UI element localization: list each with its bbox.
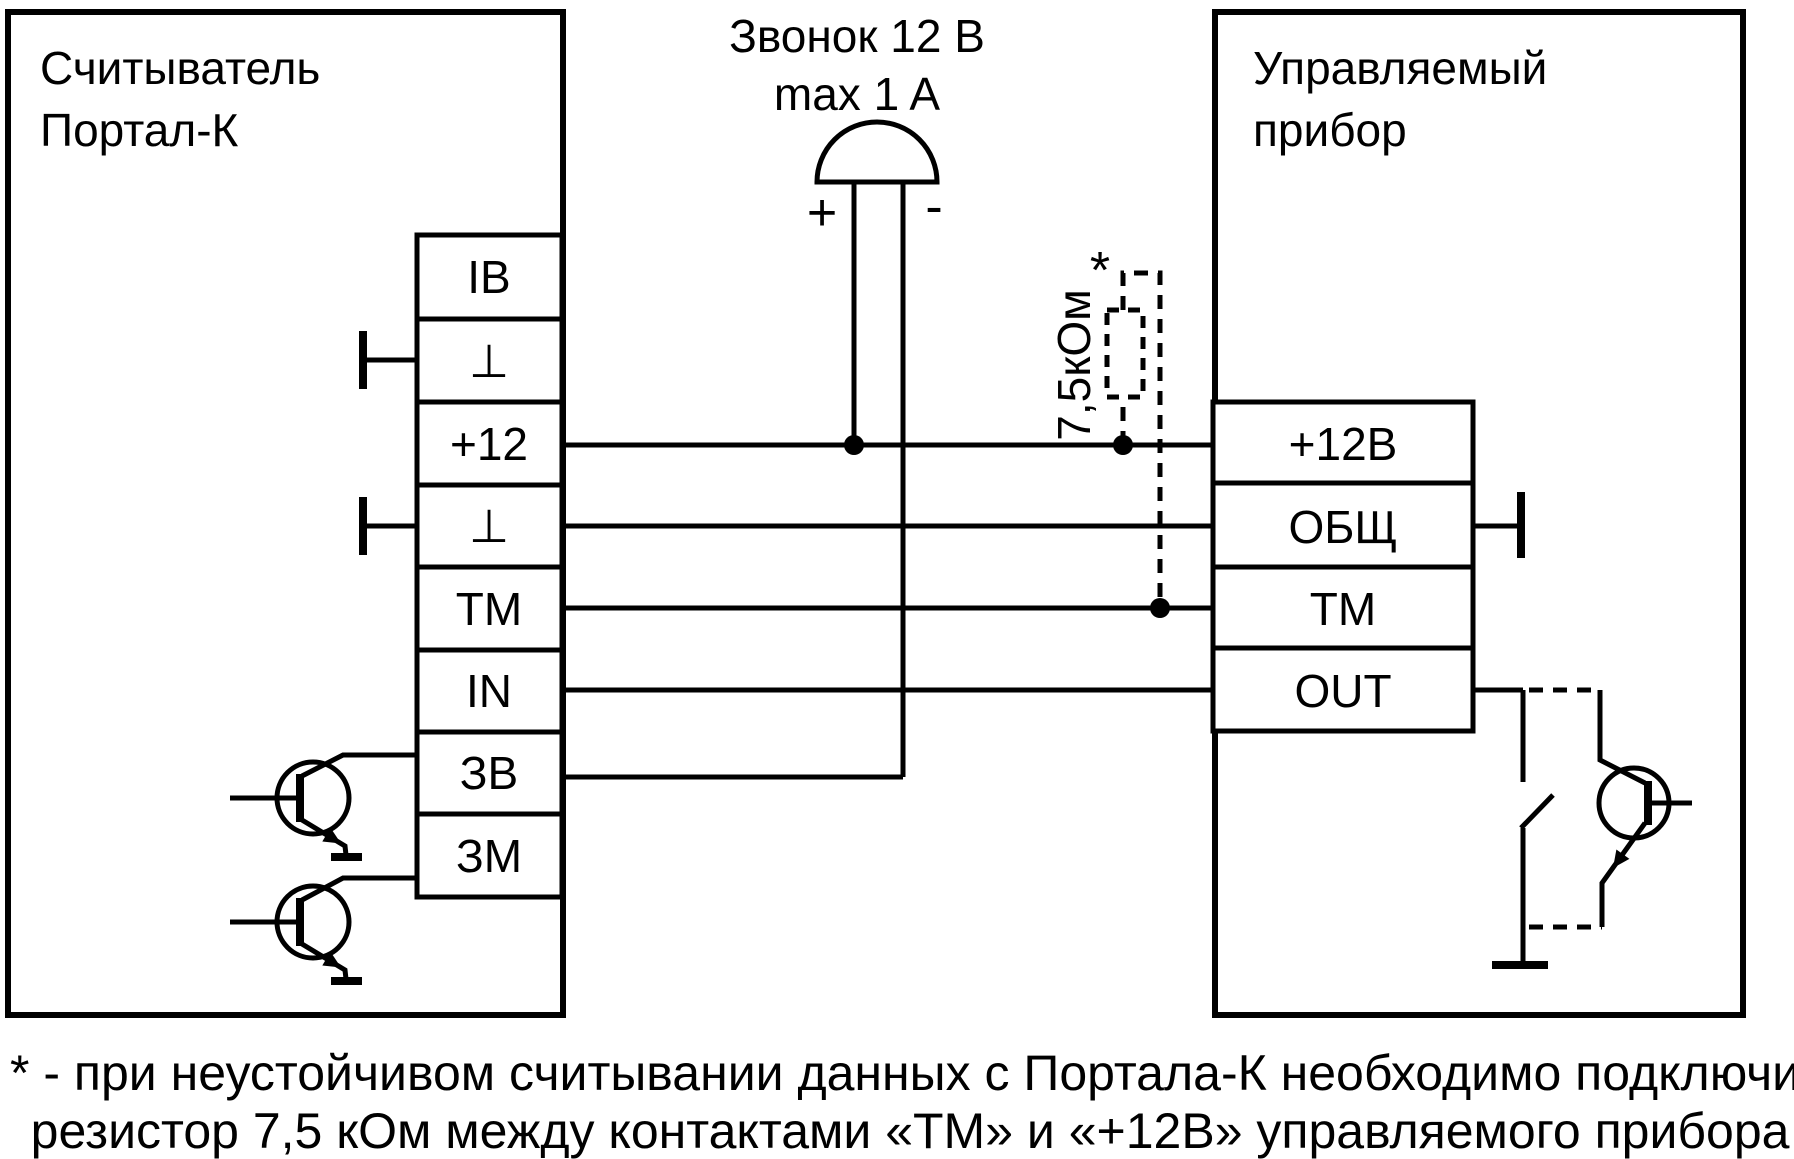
right-terminal-block: +12В ОБЩ ТМ OUT bbox=[1210, 399, 1476, 734]
terminal-cell-gnd2 bbox=[414, 482, 565, 570]
bell-plus-sign: + bbox=[807, 184, 837, 242]
left-device: Считыватель Портал-К IB ⊥ +12 ⊥ ТМ IN ЗВ… bbox=[5, 9, 566, 1018]
terminal-cell-plus12v bbox=[1210, 399, 1476, 486]
collector-wire bbox=[300, 752, 417, 779]
left-device-title-line1: Считыватель bbox=[40, 42, 320, 94]
bell-label-line1: Звонок 12 В bbox=[729, 10, 985, 62]
terminal-label-zv: ЗВ bbox=[460, 747, 518, 799]
left-device-title-line2: Портал-К bbox=[40, 104, 239, 156]
terminal-cell-common bbox=[1210, 480, 1476, 570]
terminal-label-in: IN bbox=[466, 665, 512, 717]
terminal-cell-tm bbox=[414, 564, 565, 653]
note-line-2: резистор 7,5 кОм между контактами «ТМ» и… bbox=[31, 1103, 1794, 1159]
emitter-arrow bbox=[322, 951, 341, 968]
junction-dot bbox=[844, 435, 864, 455]
shield-terminal-icon-top bbox=[359, 331, 417, 389]
terminal-label-tm: ТМ bbox=[1310, 583, 1376, 635]
terminal-label-ib: IB bbox=[467, 251, 510, 303]
terminal-label-tm: ТМ bbox=[456, 583, 522, 635]
switch-blade-icon bbox=[1519, 793, 1555, 830]
terminal-label-gnd1: ⊥ bbox=[469, 335, 509, 387]
collector-wire bbox=[300, 875, 417, 903]
resistor-value-label: 7,5кОм bbox=[1048, 289, 1100, 440]
out-internal-circuit bbox=[1473, 687, 1692, 969]
resistor-icon bbox=[1104, 307, 1146, 400]
terminal-label-plus12: +12 bbox=[450, 418, 528, 470]
emitter-wire bbox=[1599, 821, 1648, 927]
emitter-arrow bbox=[1613, 849, 1630, 868]
terminal-cell-zm bbox=[414, 811, 565, 900]
bell-minus-sign: - bbox=[925, 178, 942, 236]
emitter-wire bbox=[300, 941, 349, 980]
transistor-icon-zv bbox=[230, 752, 417, 861]
junction-dot bbox=[1150, 598, 1170, 618]
shield-terminal-icon-bottom bbox=[359, 497, 417, 555]
junction-dot bbox=[1113, 435, 1133, 455]
terminal-label-zm: ЗМ bbox=[456, 830, 522, 882]
terminal-cell-out bbox=[1210, 645, 1476, 734]
interconnect-wires bbox=[560, 442, 1215, 780]
right-device: Управляемый прибор +12В ОБЩ ТМ OUT bbox=[1210, 9, 1746, 1018]
footnote: * - при неустойчивом считывании данных с… bbox=[10, 1045, 1794, 1159]
right-device-title-line1: Управляемый bbox=[1253, 42, 1547, 94]
resistor-lead-top bbox=[1120, 270, 1163, 608]
optional-resistor: * 7,5кОм bbox=[1048, 242, 1170, 618]
transistor-icon-zm bbox=[230, 875, 417, 985]
collector-wire bbox=[1597, 690, 1647, 786]
transistor-icon-out bbox=[1596, 690, 1692, 927]
terminal-cell-tm bbox=[1210, 564, 1476, 651]
emitter-wire bbox=[300, 817, 349, 856]
terminal-label-gnd2: ⊥ bbox=[469, 500, 509, 552]
bell-label-line2: max 1 A bbox=[774, 68, 941, 120]
resistor-asterisk: * bbox=[1090, 242, 1110, 300]
bell-icon bbox=[814, 119, 940, 185]
note-line-1: * - при неустойчивом считывании данных с… bbox=[10, 1045, 1794, 1101]
right-device-title-line2: прибор bbox=[1253, 104, 1407, 156]
terminal-label-plus12v: +12В bbox=[1289, 418, 1398, 470]
terminal-label-out: OUT bbox=[1294, 665, 1391, 717]
terminal-cell-plus12 bbox=[414, 399, 565, 488]
emitter-arrow bbox=[322, 827, 341, 844]
terminal-label-common: ОБЩ bbox=[1288, 501, 1397, 553]
bell: Звонок 12 В max 1 A + - bbox=[729, 10, 985, 777]
terminal-cell-ib bbox=[414, 232, 565, 322]
left-terminal-block: IB ⊥ +12 ⊥ ТМ IN ЗВ ЗМ bbox=[414, 232, 565, 900]
terminal-cell-in bbox=[414, 647, 565, 735]
shield-terminal-icon-right bbox=[1473, 492, 1525, 558]
